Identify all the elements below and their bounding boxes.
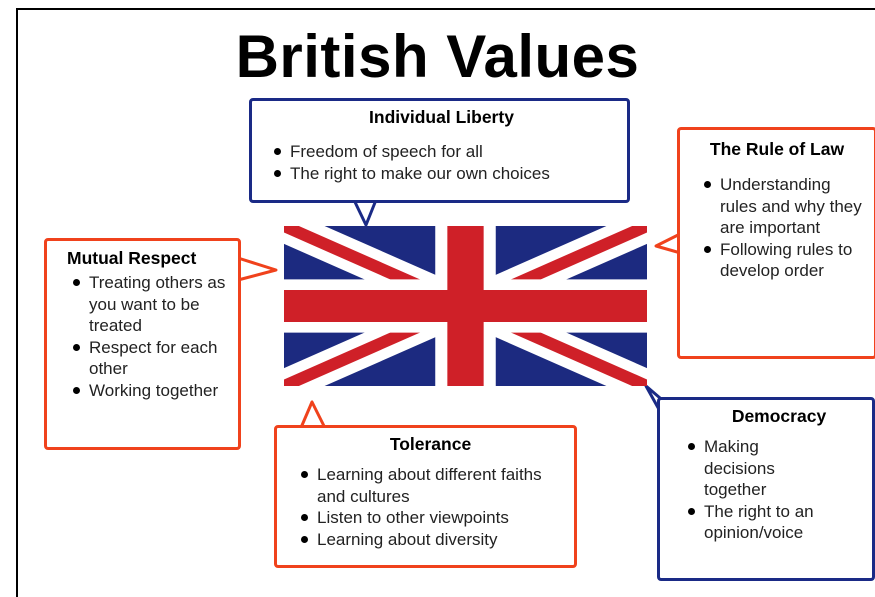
list-item: Learning about diversity	[295, 529, 566, 551]
list-item: Freedom of speech for all	[268, 141, 615, 163]
individual-liberty-heading: Individual Liberty	[369, 107, 514, 127]
list-item: Working together	[67, 380, 232, 402]
list-item: The right to make our own choices	[268, 163, 615, 185]
individual-liberty-box: Individual Liberty Freedom of speech for…	[249, 98, 630, 203]
page-frame-left	[16, 8, 18, 597]
democracy-heading: Democracy	[731, 406, 827, 426]
mutual-respect-pointer	[236, 256, 278, 282]
list-item: Respect for each other	[67, 337, 232, 380]
rule-of-law-box: The Rule of Law Understanding rules and …	[677, 127, 875, 359]
tolerance-heading: Tolerance	[389, 434, 472, 454]
tolerance-box: Tolerance Learning about different faith…	[274, 425, 577, 568]
rule-of-law-list: Understanding rules and why they are imp…	[698, 174, 866, 282]
list-item: The right to an opinion/voice	[682, 501, 834, 544]
mutual-respect-box: Mutual Respect Treating others as you wa…	[44, 238, 241, 450]
democracy-list: Making decisions together The right to a…	[682, 436, 864, 544]
rule-of-law-heading: The Rule of Law	[709, 139, 845, 159]
union-jack-flag	[284, 226, 647, 386]
list-item: Treating others as you want to be treate…	[67, 272, 232, 337]
individual-liberty-list: Freedom of speech for all The right to m…	[268, 141, 615, 184]
list-item: Listen to other viewpoints	[295, 507, 566, 529]
list-item: Learning about different faiths and cult…	[295, 464, 566, 507]
page-frame-top	[16, 8, 875, 10]
list-item: Understanding rules and why they are imp…	[698, 174, 866, 239]
page-title: British Values	[235, 23, 640, 90]
tolerance-list: Learning about different faiths and cult…	[295, 464, 566, 550]
democracy-box: Democracy Making decisions together The …	[657, 397, 875, 581]
mutual-respect-heading: Mutual Respect	[67, 248, 197, 268]
mutual-respect-list: Treating others as you want to be treate…	[67, 272, 232, 401]
list-item: Making decisions together	[682, 436, 834, 501]
list-item: Following rules to develop order	[698, 239, 866, 282]
